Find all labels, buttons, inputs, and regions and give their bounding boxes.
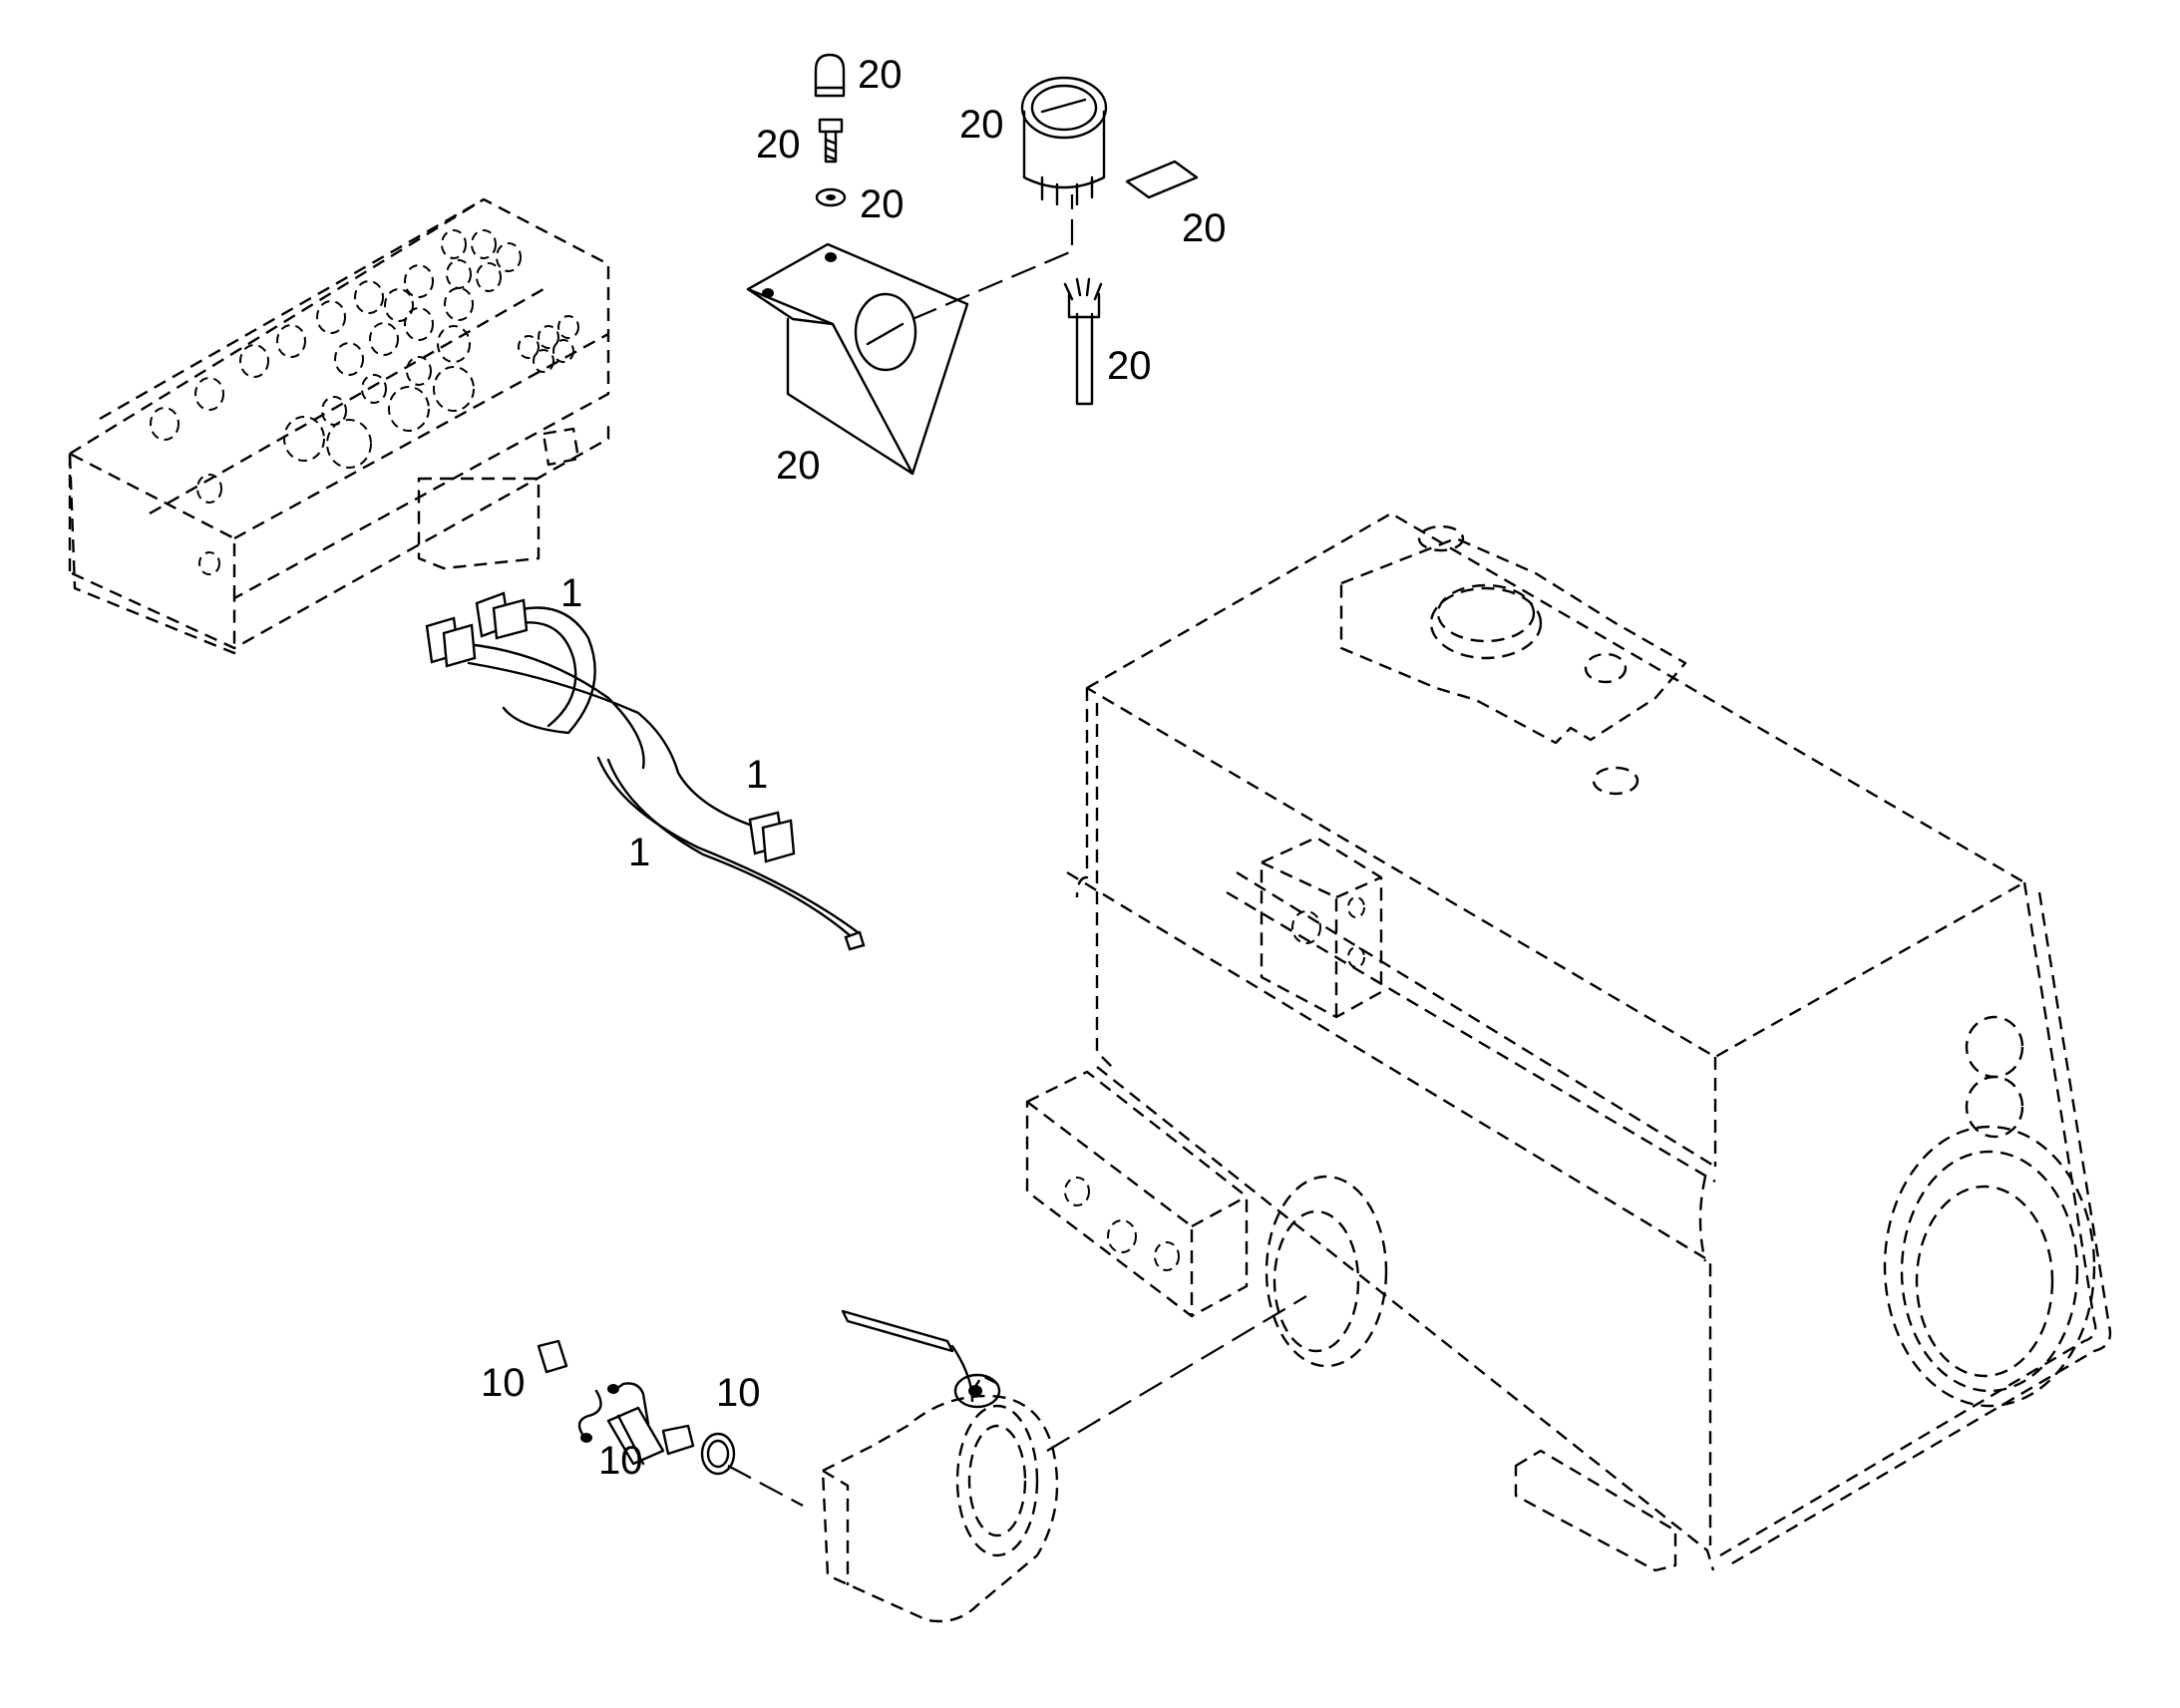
callout-20-gauge: 20 <box>959 103 1004 147</box>
gauge-leader-line <box>911 194 1074 321</box>
label-plate-icon <box>1125 160 1199 199</box>
pressure-sensor-icon <box>537 1339 695 1466</box>
connector-plug-icon <box>1063 277 1103 406</box>
callout-10-ring: 10 <box>716 1371 761 1415</box>
panel-holes <box>150 229 579 575</box>
pump-flange-ghost <box>821 1374 1059 1623</box>
callout-20-plug: 20 <box>1107 344 1152 388</box>
bolt-icon <box>818 118 844 164</box>
o-ring-icon <box>700 1432 736 1476</box>
wiring-harness <box>425 591 866 951</box>
callout-1-top: 1 <box>560 571 582 615</box>
callout-1-mid: 1 <box>746 753 768 797</box>
transmission-housing-ghost <box>1025 512 2112 1572</box>
callout-20-bracket: 20 <box>776 444 821 488</box>
flange-leader-line <box>1046 1295 1307 1452</box>
callout-20-washer: 20 <box>860 182 905 226</box>
lever-arm <box>841 1309 1001 1409</box>
callouts: 20 20 20 20 20 20 20 1 1 1 10 10 10 <box>481 53 1227 1483</box>
callout-10-wire: 10 <box>481 1361 526 1405</box>
callout-10-sensor: 10 <box>598 1439 643 1483</box>
sensor-leader-line <box>727 1465 804 1507</box>
instrument-panel-ghost <box>68 197 610 655</box>
callout-20-label: 20 <box>1182 206 1227 250</box>
callout-20-bolt: 20 <box>756 123 801 167</box>
callout-1-low: 1 <box>628 831 650 874</box>
cap-nut-icon <box>814 53 846 98</box>
gauge-icon <box>1020 76 1108 206</box>
callout-20-cap: 20 <box>858 53 903 97</box>
washer-icon <box>815 187 847 207</box>
gauge-bracket <box>746 242 969 476</box>
